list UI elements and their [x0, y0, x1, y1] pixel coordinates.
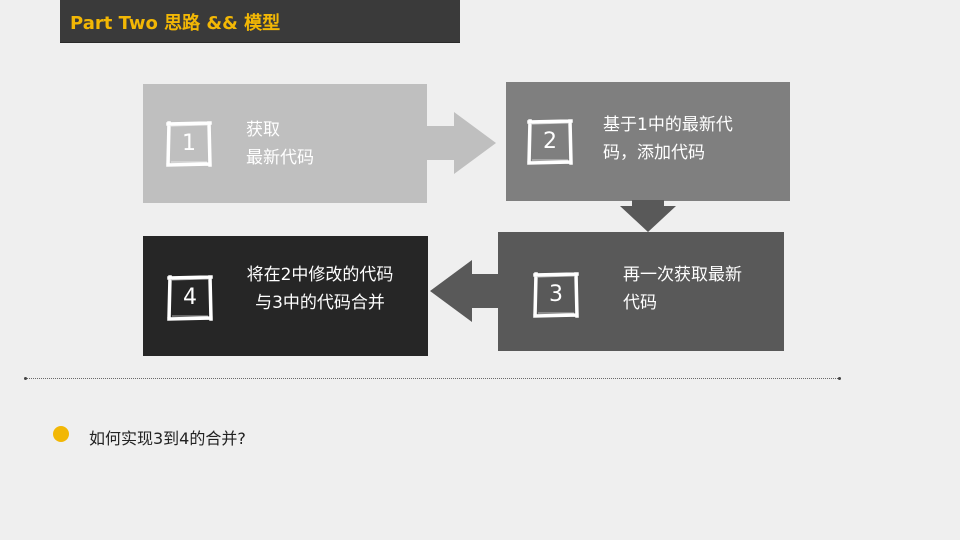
question-text: 如何实现3到4的合并? [89, 429, 246, 448]
step-4-number: 4 [183, 285, 197, 310]
yellow-circle-bullet-icon [53, 426, 69, 442]
step-3-number-frame: 3 [532, 271, 580, 319]
step-3-box: 3 再一次获取最新 代码 [498, 232, 784, 351]
brush-square-frame-icon [533, 272, 579, 318]
divider-end-dot-left [24, 377, 27, 380]
divider-end-dot-right [838, 377, 841, 380]
dotted-divider [25, 378, 840, 379]
title-bar: Part Two 思路 && 模型 [60, 0, 460, 43]
step-4-line-1: 将在2中修改的代码 [246, 265, 394, 285]
step-2-line-2: 码，添加代码 [603, 143, 705, 163]
step-2-number-frame: 2 [526, 118, 574, 166]
arrow-left-icon [430, 260, 500, 322]
step-1-line-1: 获取 [246, 120, 280, 140]
step-1-box: 1 获取 最新代码 [143, 84, 427, 203]
page-title: Part Two 思路 && 模型 [70, 13, 281, 34]
arrow-down-icon [620, 200, 676, 232]
arrow-right-icon [426, 112, 496, 174]
step-3-number: 3 [549, 282, 563, 307]
step-4-box: 4 将在2中修改的代码 与3中的代码合并 [143, 236, 428, 356]
step-1-number: 1 [182, 131, 196, 156]
step-2-text: 基于1中的最新代 码，添加代码 [603, 111, 733, 167]
brush-square-frame-icon [167, 275, 213, 321]
step-1-number-frame: 1 [165, 120, 213, 168]
step-3-text: 再一次获取最新 代码 [623, 261, 742, 317]
step-4-number-frame: 4 [166, 274, 214, 322]
step-2-line-1: 基于1中的最新代 [603, 115, 733, 135]
step-4-text: 将在2中修改的代码 与3中的代码合并 [235, 261, 405, 317]
step-2-number: 2 [543, 129, 557, 154]
brush-square-frame-icon [527, 119, 573, 165]
step-3-line-2: 代码 [623, 293, 657, 313]
step-1-text: 获取 最新代码 [246, 116, 314, 172]
brush-square-frame-icon [166, 121, 212, 167]
step-4-line-2: 与3中的代码合并 [255, 293, 385, 313]
step-1-line-2: 最新代码 [246, 148, 314, 168]
step-3-line-1: 再一次获取最新 [623, 265, 742, 285]
step-2-box: 2 基于1中的最新代 码，添加代码 [506, 82, 790, 201]
